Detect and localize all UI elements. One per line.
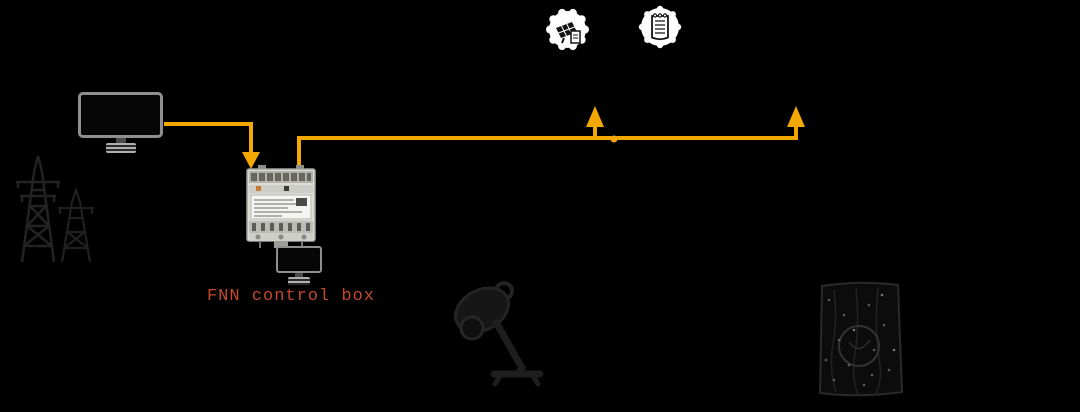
top-terminals (251, 173, 311, 181)
small-monitor-neck (295, 273, 303, 277)
solar-panel-badge-icon (546, 8, 589, 51)
arrow-down-icon (242, 152, 260, 169)
connector-box-to-right (297, 125, 798, 167)
bottom-terminals (252, 223, 310, 231)
junction-dot (610, 135, 618, 143)
arrow-up-icon (586, 106, 604, 127)
sketch-texture (830, 287, 882, 395)
pylon-right (58, 186, 94, 263)
sketched-appliance-icon (818, 281, 904, 397)
lamp-arm (492, 318, 527, 378)
sketch-body (818, 281, 904, 397)
monitor-icon (78, 92, 163, 153)
monitor-stand (105, 143, 136, 153)
transmission-towers-icon (16, 155, 94, 263)
arrow-up-icon (787, 106, 805, 127)
pylon-left (16, 155, 60, 263)
solar-panel-glyph (556, 22, 581, 44)
led-indicator (256, 186, 261, 191)
document-glyph (651, 13, 669, 41)
connector-monitor-to-box (164, 122, 253, 154)
desk-lamp-icon (454, 281, 544, 387)
lamp-bulb (459, 315, 485, 341)
monitor-screen (78, 92, 163, 138)
monitor-neck (115, 138, 126, 143)
small-monitor-stand (288, 277, 310, 285)
small-monitor-icon (276, 246, 322, 285)
fnn-control-box-device (246, 165, 316, 248)
document-badge-icon (638, 5, 682, 49)
sketch-specks (824, 293, 896, 387)
fnn-control-box-label: FNN control box (206, 287, 376, 306)
small-monitor-screen (276, 246, 322, 273)
